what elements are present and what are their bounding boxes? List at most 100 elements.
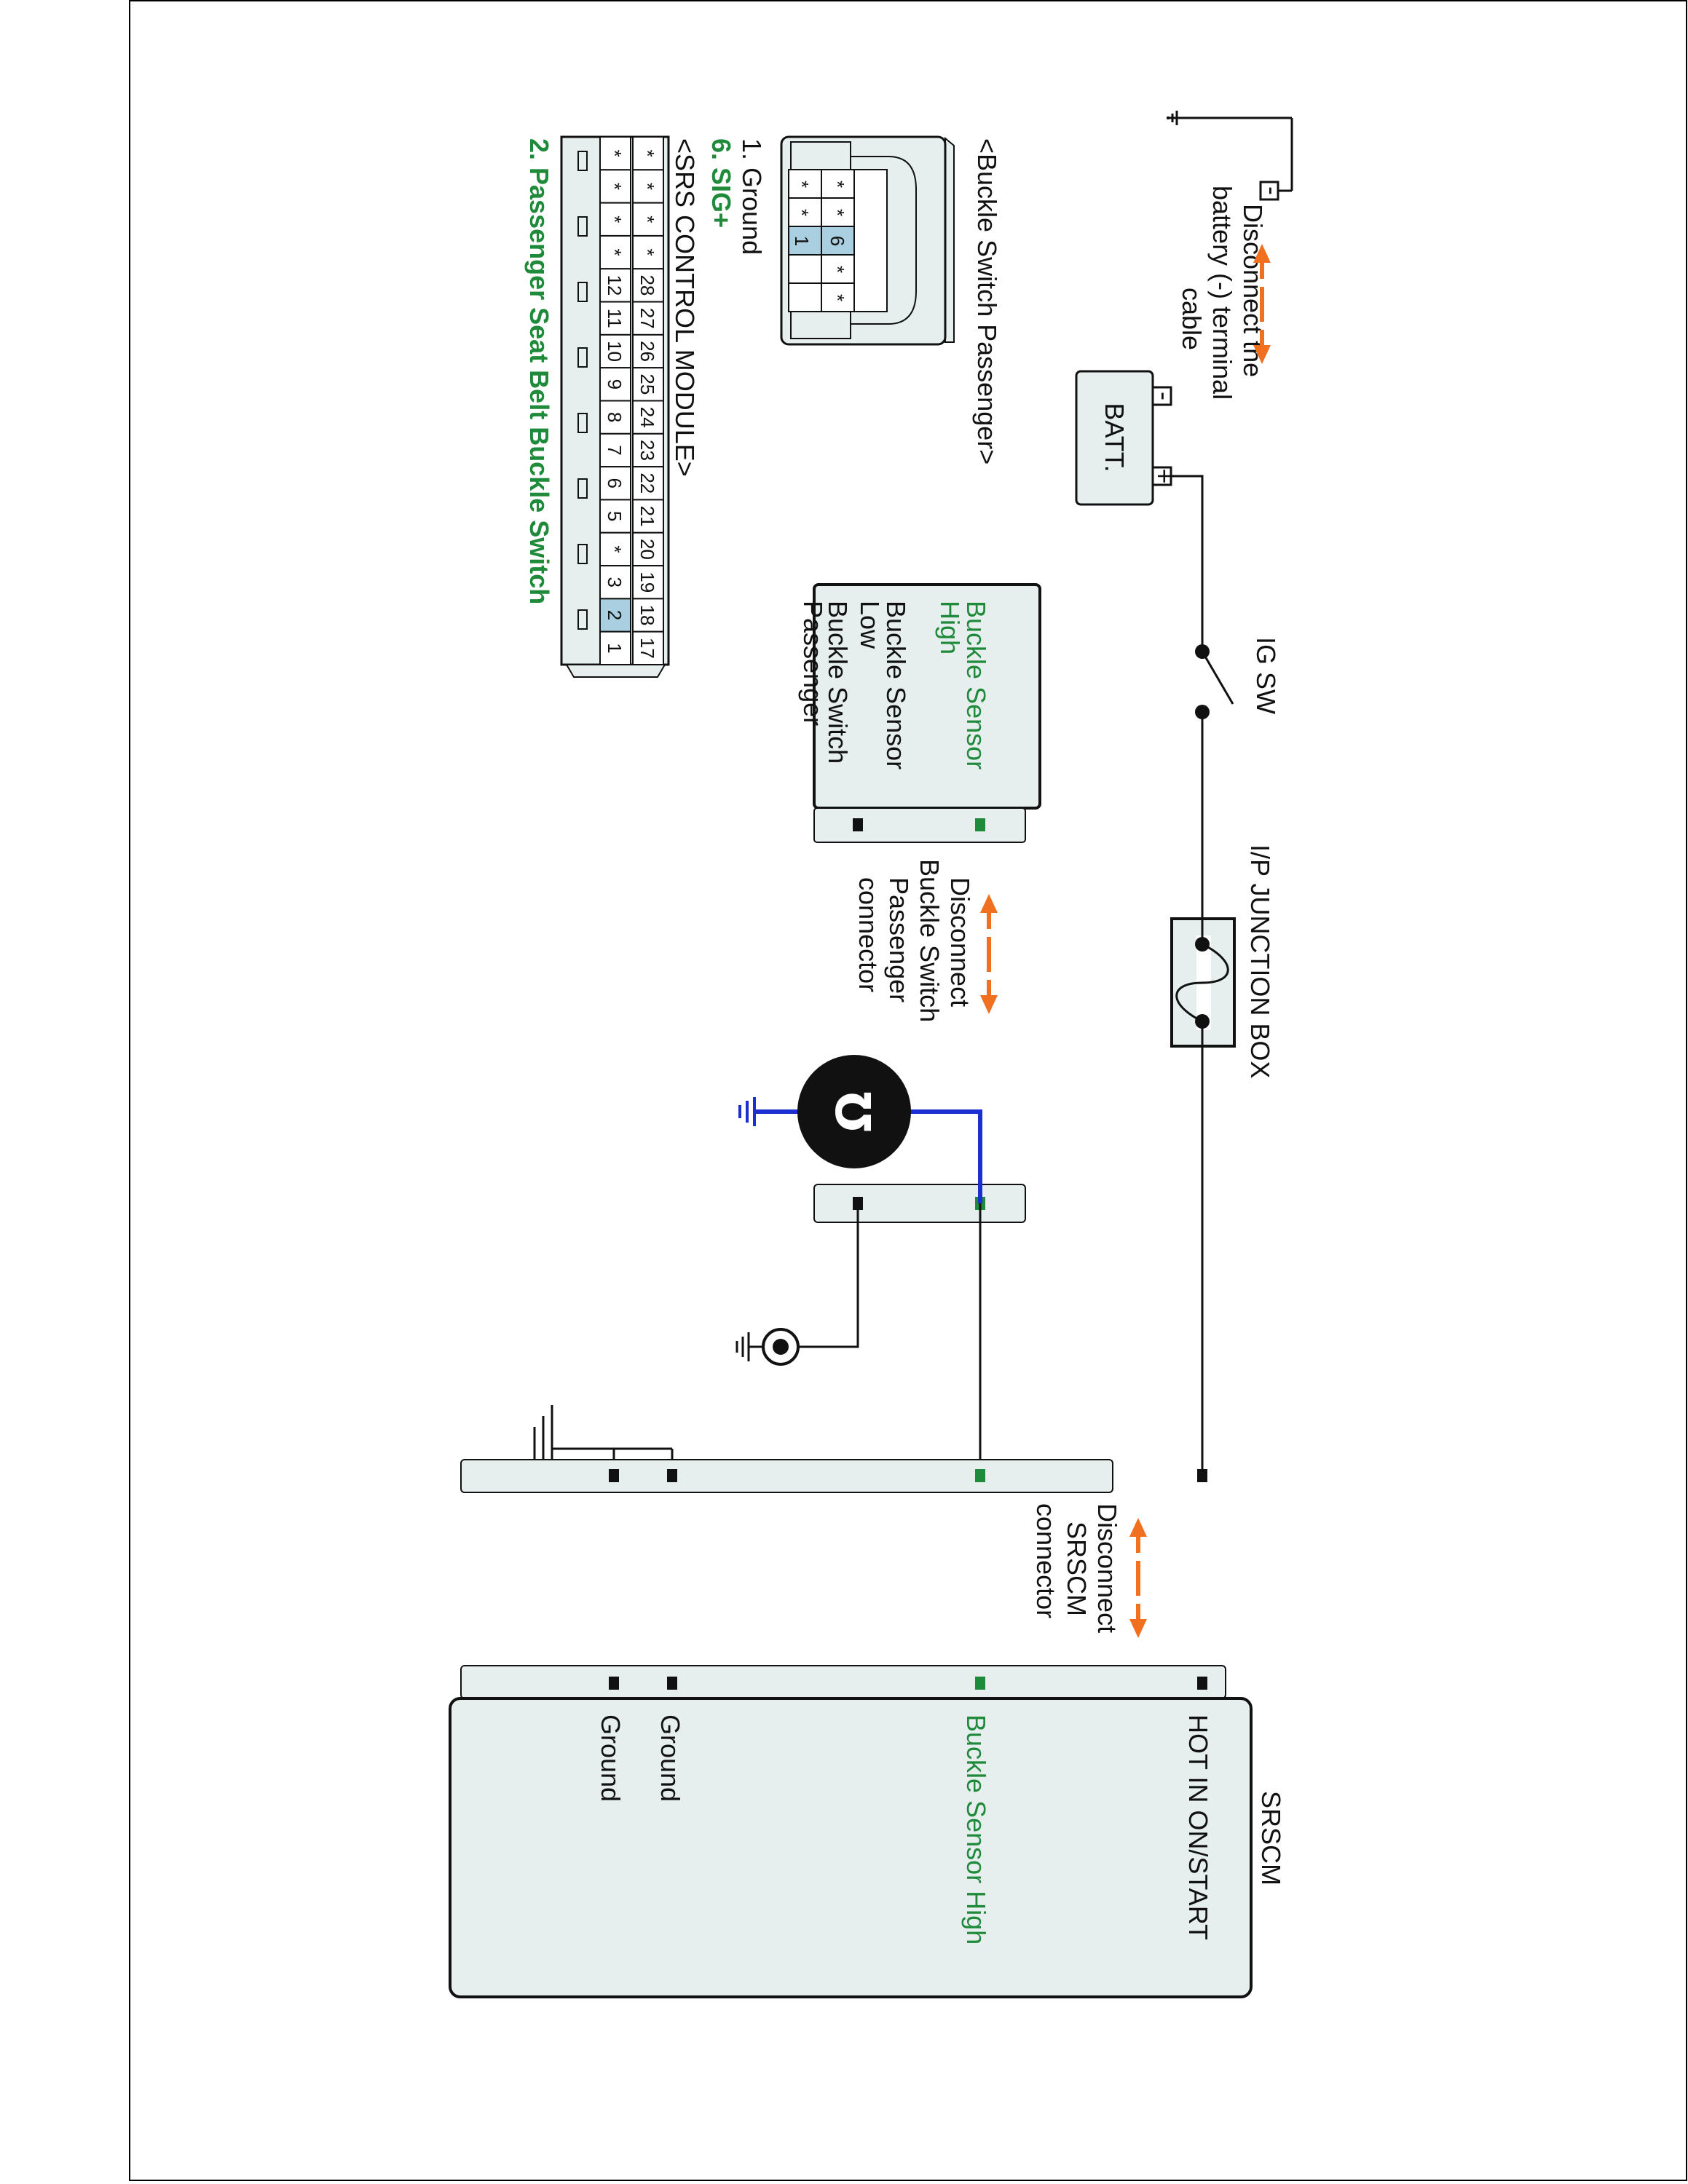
srscm-hot-label: HOT IN ON/START bbox=[1183, 1714, 1213, 1940]
srs-pin-number: * bbox=[636, 183, 658, 190]
srs-pin-number: 12 bbox=[604, 274, 626, 296]
buckle-high-line1: Buckle Sensor bbox=[961, 601, 991, 769]
battery-note-line3: cable bbox=[1177, 288, 1207, 350]
srs-pin-number: 27 bbox=[636, 308, 658, 329]
ig-sw-label: IG SW bbox=[1251, 637, 1281, 714]
buckle-view-title: <Buckle Switch Passenger> bbox=[972, 138, 1002, 464]
buckle-cell-2: 1 bbox=[791, 236, 813, 246]
srs-pin-number: * bbox=[636, 150, 658, 157]
srscm-pin-sensor bbox=[975, 1677, 985, 1690]
srscm-note-line2: SRSCM bbox=[1062, 1522, 1092, 1616]
buckle-pin6-label: 6. SIG+ bbox=[706, 138, 736, 228]
srs-pin-number: 19 bbox=[636, 571, 658, 593]
buckle-cell-0: * bbox=[791, 181, 813, 188]
srscm-harness-connector bbox=[460, 1459, 1113, 1493]
disconnect-arrow-srscm bbox=[1129, 1518, 1147, 1638]
page-frame bbox=[129, 0, 1687, 2181]
srs-pin-number: 18 bbox=[636, 605, 658, 626]
srs-pin-number: 6 bbox=[604, 478, 626, 488]
buckle-note-line2: Buckle Switch bbox=[915, 859, 944, 1022]
srscm-harness-pin-gnd1 bbox=[667, 1469, 677, 1482]
srscm-harness-pin-gnd2 bbox=[609, 1469, 619, 1482]
battery-label: BATT. bbox=[1100, 403, 1129, 472]
srs-latch-slot bbox=[577, 478, 588, 499]
ignition-switch bbox=[1179, 641, 1234, 719]
ohm-symbol: Ω bbox=[827, 1091, 883, 1132]
srscm-box bbox=[449, 1697, 1253, 1998]
srs-pin-number: 10 bbox=[604, 341, 626, 362]
srscm-sensor-label: Buckle Sensor High bbox=[961, 1714, 991, 1944]
battery-plus-label: + bbox=[1150, 468, 1180, 483]
srscm-harness-pin-sensor bbox=[975, 1469, 985, 1482]
buckle-ground-wire bbox=[785, 1203, 859, 1348]
buckle-note-line4: connector bbox=[853, 877, 883, 992]
buckle-pin-low bbox=[853, 818, 863, 831]
srs-latch-slot bbox=[577, 282, 588, 302]
srs-latch-slot bbox=[577, 151, 588, 171]
srs-pin-number: * bbox=[636, 215, 658, 223]
ohmmeter-body bbox=[797, 1055, 911, 1168]
srscm-note-line1: Disconnect bbox=[1092, 1503, 1122, 1633]
buckle-cell-5: * bbox=[827, 209, 848, 216]
srs-pin-number: 9 bbox=[604, 379, 626, 389]
battery-box bbox=[1075, 370, 1154, 506]
srs-pin-number: 28 bbox=[636, 274, 658, 296]
srs-pin-number: 23 bbox=[636, 440, 658, 461]
ohmmeter bbox=[738, 1055, 982, 1203]
srs-pin-number: * bbox=[604, 150, 626, 157]
disconnect-arrow-buckle bbox=[980, 894, 998, 1014]
fuse-icon bbox=[1175, 943, 1229, 1023]
buckle-harness-connector bbox=[813, 1184, 1026, 1223]
srs-pin-number: * bbox=[636, 249, 658, 256]
buckle-cell-6: 6 bbox=[827, 236, 848, 246]
srs-pin-number: * bbox=[604, 183, 626, 190]
chassis-ground-top bbox=[1167, 111, 1293, 192]
srs-pin-number: 1 bbox=[604, 643, 626, 653]
buckle-low-line2: Low bbox=[855, 601, 885, 649]
disconnect-arrow-battery bbox=[1253, 244, 1271, 364]
buckle-name-line1: Buckle Switch bbox=[823, 601, 853, 764]
srscm-pin-hot bbox=[1197, 1677, 1207, 1690]
srs-pin-grid: ****12111098765*321****28272625242322212… bbox=[577, 136, 664, 665]
srs-pin-number: * bbox=[604, 249, 626, 256]
srs-pin-number: 3 bbox=[604, 577, 626, 587]
srscm-harness-pin-hot bbox=[1197, 1469, 1207, 1482]
battery-minus-label: - bbox=[1150, 392, 1180, 400]
srs-pin-number: * bbox=[604, 215, 626, 223]
srs-pin-cell bbox=[632, 630, 664, 665]
buckle-name-line2: Passenger bbox=[798, 601, 828, 726]
buckle-high-line2: High bbox=[935, 601, 965, 654]
srs-latch-slot bbox=[577, 216, 588, 237]
srs-latch-slot bbox=[577, 544, 588, 564]
srs-latch-slot bbox=[577, 413, 588, 433]
srs-pin-number: 8 bbox=[604, 412, 626, 422]
battery-minus-post bbox=[1151, 386, 1172, 406]
srs-pin-number: 24 bbox=[636, 407, 658, 428]
srs-pin-number: 17 bbox=[636, 638, 658, 659]
srs-latch-slot bbox=[577, 347, 588, 368]
buckle-pin1-label: 1. Ground bbox=[737, 138, 767, 255]
battery-note-line2: battery (-) terminal bbox=[1207, 186, 1237, 400]
srs-latch-slot bbox=[577, 609, 588, 630]
srs-pin-number: 7 bbox=[604, 445, 626, 455]
srs-pin-number: 21 bbox=[636, 506, 658, 527]
buckle-low-line1: Buckle Sensor bbox=[881, 601, 911, 769]
buckle-cell-7: * bbox=[827, 266, 848, 273]
buckle-note-line1: Disconnect bbox=[945, 877, 975, 1007]
buckle-note-line3: Passenger bbox=[884, 877, 914, 1002]
srs-pin-number: 11 bbox=[604, 309, 626, 328]
chassis-ground-buckle bbox=[735, 1328, 800, 1366]
terminal-minus-top: - bbox=[1258, 186, 1287, 195]
srs-pin-cell bbox=[599, 630, 631, 665]
srs-pin-number: 22 bbox=[636, 472, 658, 494]
buckle-cell-1: * bbox=[791, 209, 813, 216]
srs-pin-number: 26 bbox=[636, 341, 658, 362]
srs-pin-number: * bbox=[604, 545, 626, 553]
srscm-connector-face bbox=[460, 1665, 1226, 1699]
srs-pin-note: 2. Passenger Seat Belt Buckle Switch bbox=[524, 138, 554, 604]
srscm-ground2-label: Ground bbox=[596, 1714, 626, 1802]
srscm-title: SRSCM bbox=[1256, 1791, 1286, 1886]
